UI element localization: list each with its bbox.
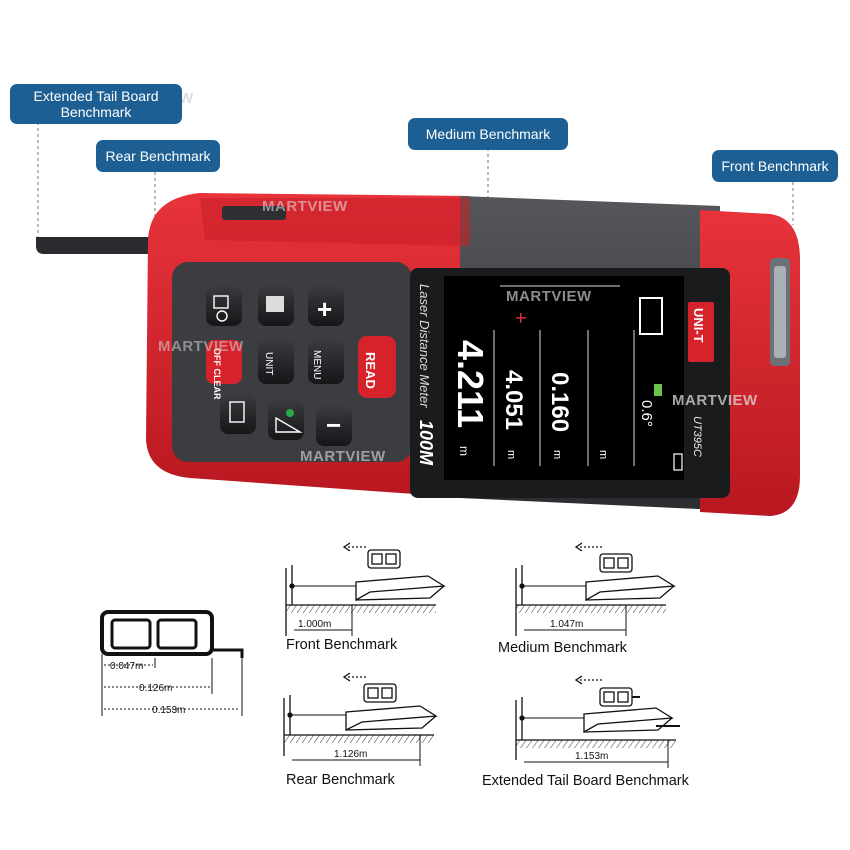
key-area[interactable]	[258, 286, 294, 326]
offset-diagram	[100, 610, 244, 716]
model-number: UT395C	[691, 416, 703, 457]
screen-unit-main: m	[457, 446, 471, 456]
key-off-clear[interactable]	[206, 340, 242, 384]
watermark: MARTVIEW	[672, 392, 758, 409]
offset-extended-label: 0.153m	[152, 705, 185, 716]
extended-diagram	[515, 675, 680, 768]
rear-diagram	[283, 672, 439, 766]
battery-icon	[673, 453, 683, 471]
extended-distance: 1.153m	[575, 751, 608, 762]
key-angle[interactable]	[268, 400, 304, 440]
callout-extended-tail: Extended Tail Board Benchmark	[10, 84, 182, 124]
front-diagram	[285, 542, 447, 636]
offset-medium-label: 0.126m	[139, 683, 172, 694]
tail-board	[36, 237, 150, 254]
caption-front: Front Benchmark	[286, 637, 398, 653]
device-side-label: Laser Distance Meter	[417, 284, 432, 408]
callout-front: Front Benchmark	[712, 150, 838, 182]
key-read[interactable]	[358, 336, 396, 398]
offset-labels: 0.047m 0.126m 0.153m	[110, 661, 185, 716]
medium-diagram	[515, 542, 677, 636]
screen-plus-icon: +	[509, 312, 531, 324]
off-clear-label: OFF CLEAR	[212, 348, 222, 400]
screen-unit-third: m	[551, 450, 563, 459]
unit-label: UNIT	[263, 352, 274, 375]
minus-icon: −	[326, 410, 341, 440]
device-screen: + 4.211 4.051 0.160 m m m m 0.6°	[450, 285, 683, 471]
front-distance: 1.000m	[298, 619, 331, 630]
screen-third-value: 0.160	[546, 372, 573, 432]
watermark: MARTVIEW	[300, 448, 386, 465]
rear-distance: 1.126m	[334, 749, 367, 760]
level-indicator-icon	[654, 384, 662, 396]
watermark: MARTVIEW	[158, 338, 244, 355]
medium-distance: 1.047m	[550, 619, 583, 630]
brand-badge	[688, 302, 714, 362]
menu-label: MENU	[311, 350, 322, 379]
key-unit[interactable]	[258, 340, 294, 384]
key-function[interactable]	[206, 286, 242, 326]
screen-main-value: 4.211	[450, 340, 491, 428]
bezel-labels: Laser Distance Meter 100M UNI-T UT395C	[416, 284, 714, 466]
caption-rear: Rear Benchmark	[286, 772, 395, 788]
plus-icon: +	[317, 294, 332, 324]
key-plus[interactable]	[308, 286, 344, 326]
caption-medium: Medium Benchmark	[498, 640, 627, 656]
keypad: + OFF CLEAR UNIT MENU READ −	[206, 286, 396, 446]
key-menu[interactable]	[308, 340, 344, 384]
caption-extended: Extended Tail Board Benchmark	[482, 773, 689, 789]
screen-second-value: 4.051	[500, 370, 527, 430]
callout-medium: Medium Benchmark	[408, 118, 568, 150]
callout-rear: Rear Benchmark	[96, 140, 220, 172]
screen-unit-fourth: m	[597, 450, 609, 459]
watermark: MARTVIEW	[506, 288, 592, 305]
key-minus[interactable]	[316, 406, 352, 446]
reference-icon	[639, 297, 663, 335]
watermark: MARTVIEW	[262, 198, 348, 215]
key-memory[interactable]	[220, 394, 256, 434]
offset-front-label: 0.047m	[110, 661, 143, 672]
green-indicator-icon	[286, 409, 294, 417]
read-label: READ	[363, 352, 378, 389]
screen-unit-second: m	[505, 450, 517, 459]
brand-logo: UNI-T	[691, 308, 706, 343]
device-range: 100M	[416, 420, 436, 466]
screen-angle: 0.6°	[638, 400, 655, 427]
